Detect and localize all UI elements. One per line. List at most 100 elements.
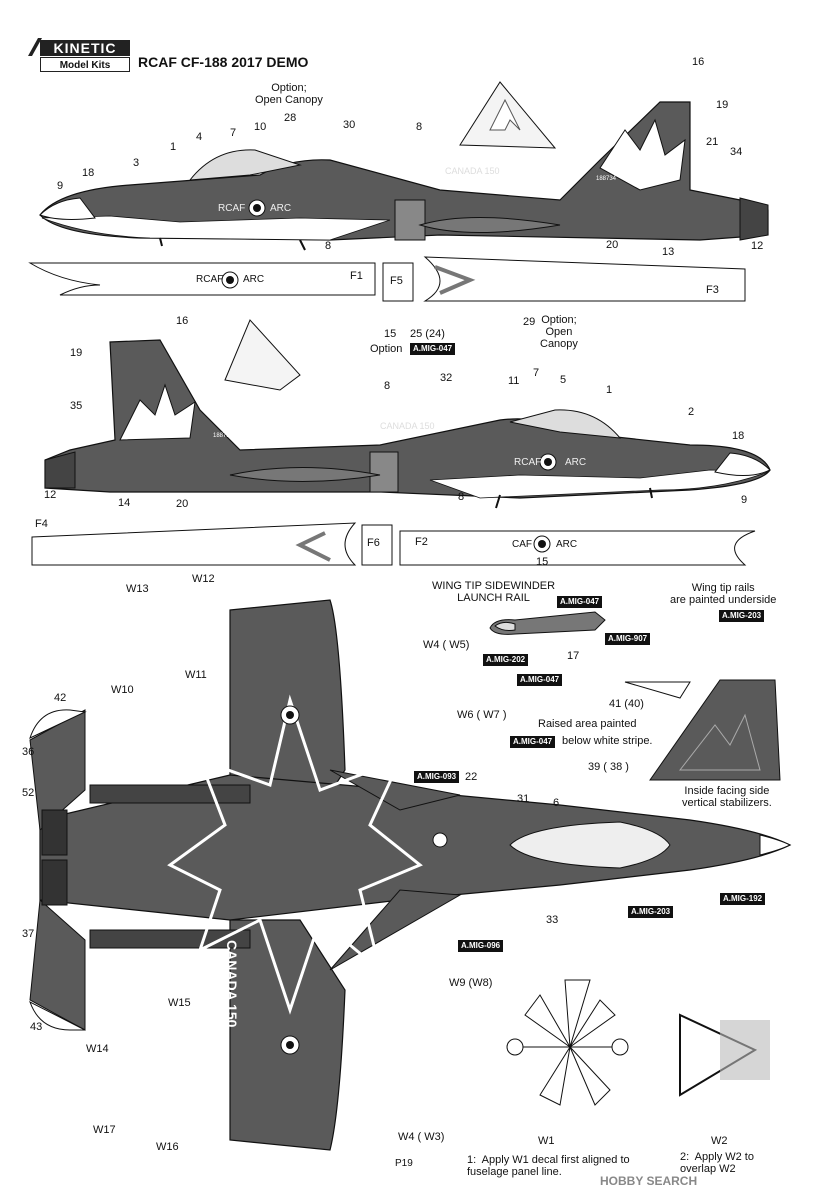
- intake-right: [369, 451, 399, 493]
- callout-34-left: 34: [730, 146, 743, 158]
- strip-label-f4: F4: [35, 518, 48, 530]
- callout-11-right: 11: [508, 375, 520, 387]
- paint-chip-rail-1: A.MIG-047: [557, 596, 603, 608]
- callout-13-left: 13: [662, 246, 675, 258]
- paint-chip-rail-3: A.MIG-907: [605, 633, 651, 645]
- serial-right: 188734: [213, 433, 234, 439]
- callout-20-left: 20: [606, 239, 619, 251]
- logo-mark-icon: [28, 38, 42, 56]
- brand-name: KINETIC: [40, 40, 130, 56]
- callout-8b-left: 8: [325, 240, 332, 252]
- roundel-text-rcaf-left: RCAF: [218, 203, 246, 214]
- callout-w11: W11: [185, 669, 207, 681]
- roundel-text-arc-right: ARC: [565, 457, 587, 468]
- nose-tip-left: [39, 197, 96, 220]
- callout-16-left: 16: [692, 56, 705, 68]
- callout-36: 36: [22, 746, 35, 758]
- callout-w16: W16: [156, 1141, 179, 1153]
- callout-w4-w3: W4 ( W3): [398, 1131, 445, 1143]
- fin-leaf-right: [119, 383, 196, 441]
- w2-decal-drawing: [679, 1013, 770, 1097]
- wing-text-canada150: CANADA 150: [224, 940, 240, 1028]
- callout-31: 31: [517, 793, 530, 805]
- nozzle-left: [739, 197, 769, 241]
- callout-3-left: 3: [133, 157, 140, 169]
- wing-tip-rail-note: Wing tip rails are painted underside: [670, 582, 777, 606]
- strip-roundel-arc: ARC: [243, 274, 265, 285]
- paint-chip-mig192: A.MIG-192: [720, 893, 766, 905]
- callout-2-right: 2: [688, 406, 695, 418]
- w1-note: 1: Apply W1 decal first aligned to fusel…: [467, 1154, 630, 1178]
- option-label: Option: [370, 343, 403, 355]
- fuselage-right: [44, 339, 771, 499]
- roundel-text-arc-left: ARC: [270, 203, 292, 214]
- brand-tagline: Model Kits: [40, 57, 130, 72]
- strip-label-f3: F3: [706, 284, 719, 296]
- callout-37: 37: [22, 928, 35, 940]
- strip-label-f6: F6: [367, 537, 380, 549]
- callout-8b-right: 8: [458, 491, 465, 503]
- callout-w14: W14: [86, 1043, 109, 1055]
- callout-w12: W12: [192, 573, 215, 585]
- callout-w6-w7: W6 ( W7 ): [457, 709, 507, 721]
- callout-9-right: 9: [741, 494, 748, 506]
- callout-15-top: 15: [384, 328, 397, 340]
- w2-label: W2: [711, 1135, 728, 1147]
- callout-w15: W15: [168, 997, 191, 1009]
- callout-17: 17: [567, 650, 580, 662]
- callout-w17: W17: [93, 1124, 116, 1136]
- callout-10-left: 10: [254, 121, 267, 133]
- callout-8a-left: 8: [416, 121, 423, 133]
- callout-w9-w8: W9 (W8): [449, 977, 493, 989]
- fuel-tank-left: [418, 217, 561, 233]
- callout-12-left: 12: [751, 240, 764, 252]
- callout-9-left: 9: [57, 180, 64, 192]
- callout-6: 6: [553, 797, 560, 809]
- strip-label-f2: F2: [415, 536, 428, 548]
- callout-41-40: 41 (40): [609, 698, 644, 710]
- page-title: RCAF CF-188 2017 DEMO: [138, 54, 309, 70]
- callout-19-left: 19: [716, 99, 729, 111]
- callout-29: 29: [523, 316, 536, 328]
- paint-chip-mig096: A.MIG-096: [458, 940, 504, 952]
- belly-white-left: [41, 215, 391, 241]
- paint-chip-mig047-stab: A.MIG-047: [510, 736, 556, 748]
- callout-35-right: 35: [70, 400, 83, 412]
- canopy-right: [509, 409, 622, 439]
- side-view-right-drawing: [44, 319, 771, 509]
- callout-w10: W10: [111, 684, 134, 696]
- callout-32-right: 32: [440, 372, 453, 384]
- fin-decal-floating-right: [224, 319, 301, 391]
- paint-chip-mig203: A.MIG-203: [628, 906, 674, 918]
- callout-30-left: 30: [343, 119, 356, 131]
- strip-roundel-rcaf: RCAF: [196, 274, 224, 285]
- maple-leaf-top: [167, 694, 423, 1015]
- intake-left: [394, 199, 426, 241]
- w1-decal-drawing: [506, 979, 629, 1106]
- callout-18-right: 18: [732, 430, 745, 442]
- callout-33: 33: [546, 914, 559, 926]
- sidewinder-title: WING TIP SIDEWINDER LAUNCH RAIL: [432, 580, 556, 604]
- stabilizer-note-2: below white stripe.: [562, 735, 653, 747]
- nozzle-right: [44, 451, 76, 489]
- fuselage-strip-top: [28, 256, 746, 302]
- option-canopy-label: Option; Open Canopy: [255, 82, 323, 106]
- callout-5-right: 5: [560, 374, 567, 386]
- roundel-text-rcaf-right: RCAF: [514, 457, 542, 468]
- canopy-top: [509, 821, 671, 869]
- callout-43: 43: [30, 1021, 43, 1033]
- strip-roundel-caf: CAF: [512, 539, 532, 550]
- callout-16-right: 16: [176, 315, 189, 327]
- callout-19-right: 19: [70, 347, 83, 359]
- vertical-stabilizer-drawing: [624, 679, 781, 781]
- callout-42: 42: [54, 692, 67, 704]
- callout-39-38: 39 ( 38 ): [588, 761, 629, 773]
- paint-chip-mig047a: A.MIG-047: [410, 343, 456, 355]
- callout-7-left: 7: [230, 127, 237, 139]
- callout-1-right: 1: [606, 384, 613, 396]
- strip-roundel-arc-b: ARC: [556, 539, 578, 550]
- wing-lower: [229, 919, 346, 1151]
- callout-15-bottom: 15: [536, 556, 549, 568]
- fuselage-left: [39, 101, 769, 241]
- fuel-tank-right: [229, 467, 381, 482]
